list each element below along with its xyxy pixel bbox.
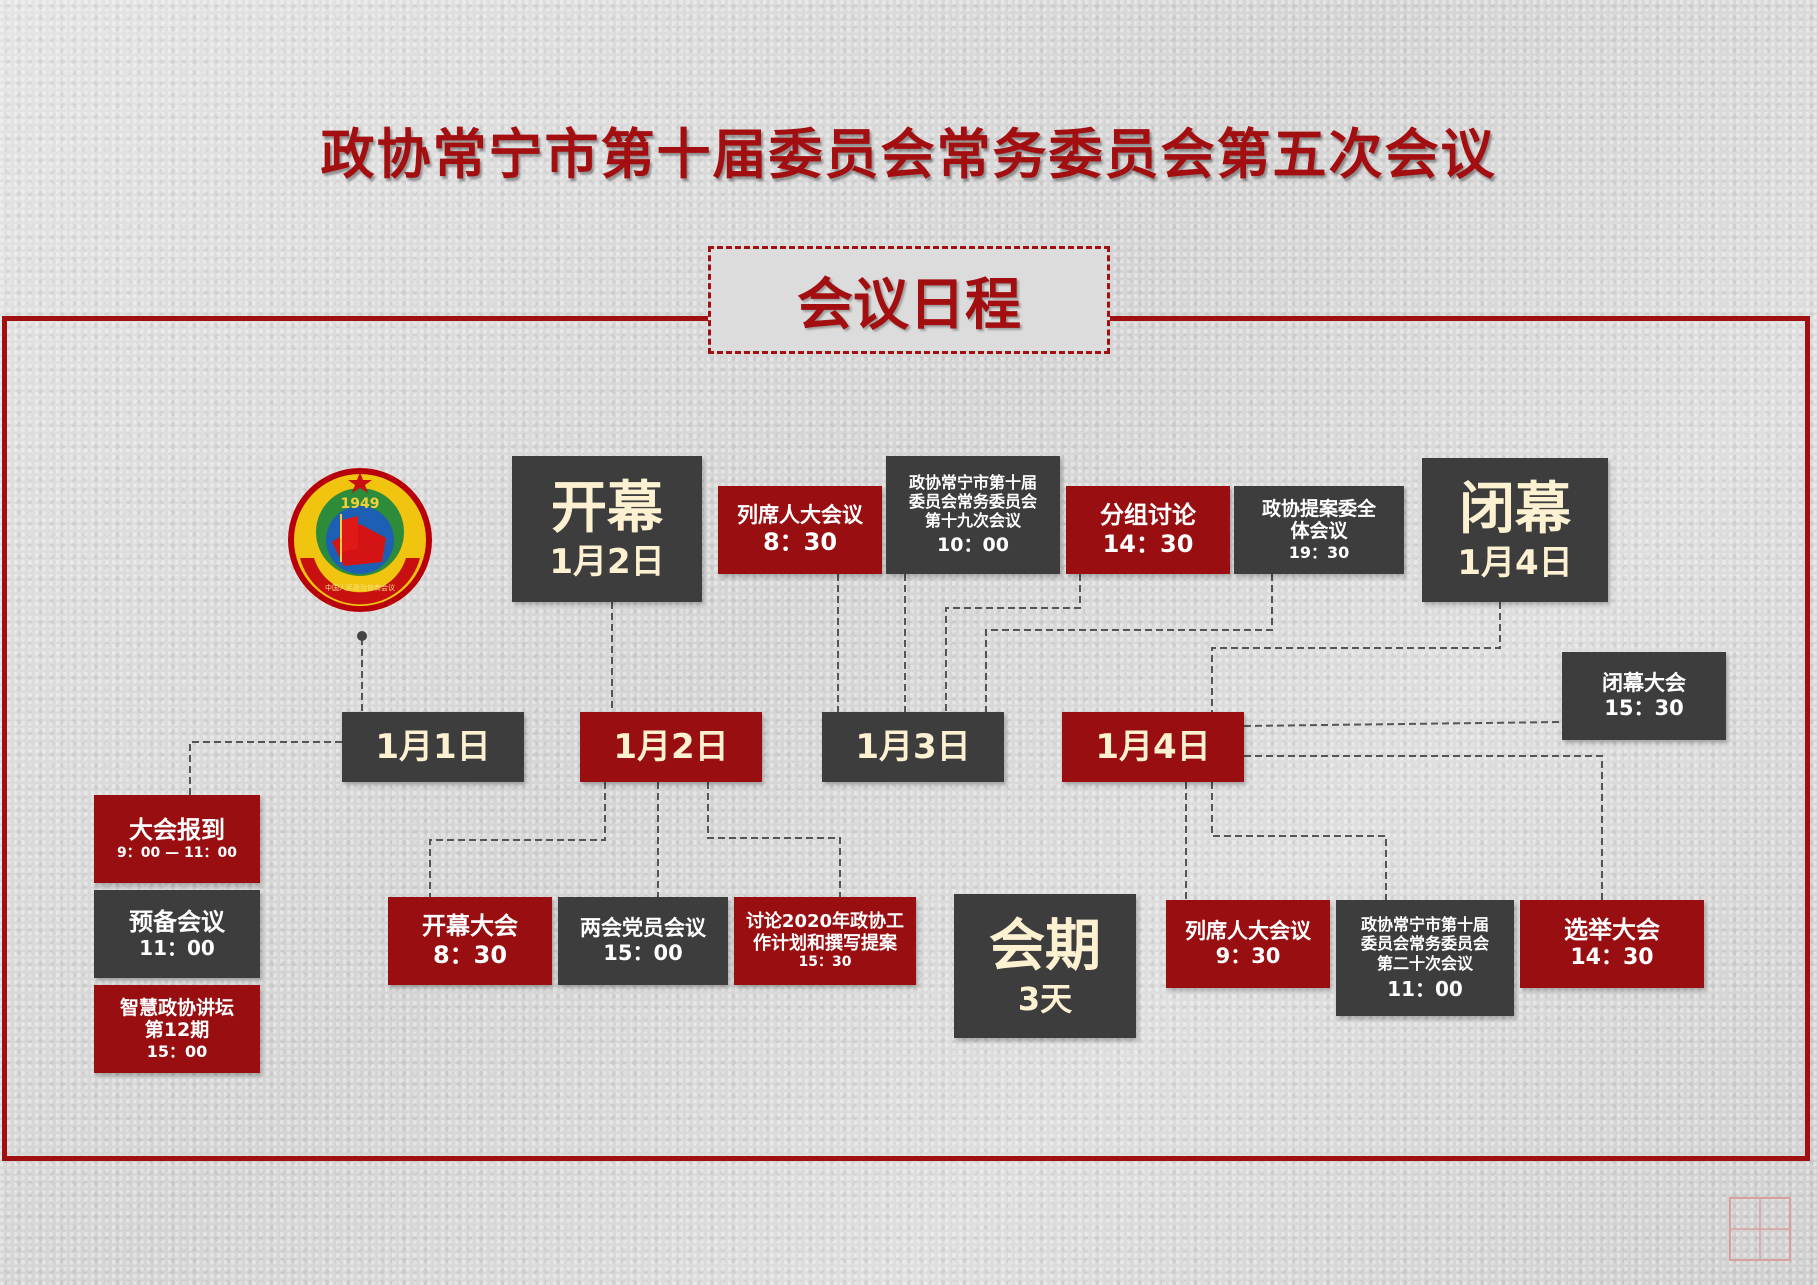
day-box-jan4: 1月4日 — [1062, 712, 1244, 782]
event-election: 选举大会 14：30 — [1520, 900, 1704, 988]
event-name: 政协常宁市第十届 委员会常务委员会 第二十次会议 — [1360, 915, 1489, 973]
event-time: 15：00 — [603, 941, 683, 965]
cppcc-emblem-icon: 1949 中国人民政治协商会议 — [288, 468, 432, 612]
emblem-ring-text: 中国人民政治协商会议 — [325, 583, 395, 592]
event-proposal-committee: 政协提案委全 体会议 19：30 — [1234, 486, 1404, 574]
event-npc-attend-day4: 列席人大会议 9：30 — [1166, 900, 1330, 988]
event-name: 预备会议 — [129, 907, 225, 936]
day-box-jan2: 1月2日 — [580, 712, 762, 782]
event-time: 15：30 — [1604, 696, 1684, 720]
connector-day4-election — [1244, 755, 1603, 900]
event-group-discussion: 分组讨论 14：30 — [1066, 486, 1230, 574]
closing-header: 闭幕 1月4日 — [1422, 458, 1608, 602]
event-time: 9：30 — [1215, 944, 1281, 968]
subtitle-text: 会议日程 — [797, 272, 1021, 338]
emblem-year: 1949 — [341, 496, 380, 512]
event-time: 14：30 — [1102, 530, 1194, 558]
page-title: 政协常宁市第十届委员会常务委员会第五次会议 — [320, 123, 1497, 186]
event-standing-20: 政协常宁市第十届 委员会常务委员会 第二十次会议 11：00 — [1336, 900, 1514, 1016]
day-label: 1月4日 — [1095, 726, 1211, 767]
seal-stamp-icon — [1729, 1197, 1791, 1261]
connector-day4-closing-meeting — [1243, 721, 1563, 727]
event-name: 分组讨论 — [1100, 501, 1196, 530]
event-name: 开幕大会 — [422, 912, 518, 941]
connector-closing-day4 — [1211, 602, 1501, 712]
day-label: 1月3日 — [855, 726, 971, 767]
opening-date: 1月2日 — [549, 542, 665, 583]
event-time: 8：30 — [762, 528, 838, 557]
closing-label: 闭幕 — [1459, 477, 1571, 542]
event-name: 大会报到 — [129, 816, 225, 845]
event-closing-meeting: 闭幕大会 15：30 — [1562, 652, 1726, 740]
opening-header: 开幕 1月2日 — [512, 456, 702, 602]
event-time: 14：30 — [1570, 945, 1654, 971]
event-name: 列席人大会议 — [737, 503, 863, 527]
day-label: 1月1日 — [375, 726, 491, 767]
day-box-jan3: 1月3日 — [822, 712, 1004, 782]
connector-day3-group — [945, 574, 1081, 712]
connector-dot — [357, 631, 367, 641]
event-npc-attend-day3: 列席人大会议 8：30 — [718, 486, 882, 574]
event-time: 11：00 — [1387, 976, 1463, 1001]
event-party-meeting: 两会党员会议 15：00 — [558, 897, 728, 985]
event-opening-meeting: 开幕大会 8：30 — [388, 897, 552, 985]
opening-label: 开幕 — [551, 476, 663, 541]
event-discussion-plan: 讨论2020年政协工 作计划和撰写提案 15：30 — [734, 897, 916, 985]
event-name: 智慧政协讲坛 第12期 — [119, 996, 234, 1042]
day-box-jan1: 1月1日 — [342, 712, 524, 782]
event-name: 讨论2020年政协工 作计划和撰写提案 — [745, 911, 905, 954]
event-name: 政协常宁市第十届 委员会常务委员会 第十九次会议 — [908, 472, 1037, 531]
event-name: 选举大会 — [1564, 916, 1660, 945]
event-standing-19: 政协常宁市第十届 委员会常务委员会 第十九次会议 10：00 — [886, 456, 1060, 574]
event-time: 19：30 — [1288, 543, 1350, 563]
duration-days: 3天 — [1017, 980, 1073, 1019]
event-name: 两会党员会议 — [580, 915, 706, 940]
event-time: 9：00 — 11：00 — [117, 845, 237, 861]
event-registration: 大会报到 9：00 — 11：00 — [94, 795, 260, 883]
event-time: 10：00 — [937, 534, 1009, 557]
connector-day1-events — [189, 741, 342, 795]
event-time: 15：00 — [146, 1042, 208, 1062]
schedule-subtitle: 会议日程 — [708, 246, 1110, 354]
connector-day2-discussion — [707, 782, 841, 897]
event-time: 11：00 — [139, 936, 215, 961]
duration-box: 会期 3天 — [954, 894, 1136, 1038]
day-label: 1月2日 — [613, 726, 729, 767]
event-preparatory: 预备会议 11：00 — [94, 890, 260, 978]
event-forum: 智慧政协讲坛 第12期 15：00 — [94, 985, 260, 1073]
connector-day2-opening-meeting — [429, 782, 606, 897]
event-time: 8：30 — [432, 941, 508, 969]
duration-label: 会期 — [989, 914, 1101, 980]
event-name: 政协提案委全 体会议 — [1261, 497, 1376, 543]
connector-day3-proposal — [985, 574, 1273, 712]
closing-date: 1月4日 — [1457, 543, 1573, 584]
connector-day4-standing20 — [1211, 782, 1387, 900]
event-name: 闭幕大会 — [1602, 670, 1686, 695]
event-name: 列席人大会议 — [1185, 918, 1311, 943]
event-time: 15：30 — [798, 954, 852, 971]
